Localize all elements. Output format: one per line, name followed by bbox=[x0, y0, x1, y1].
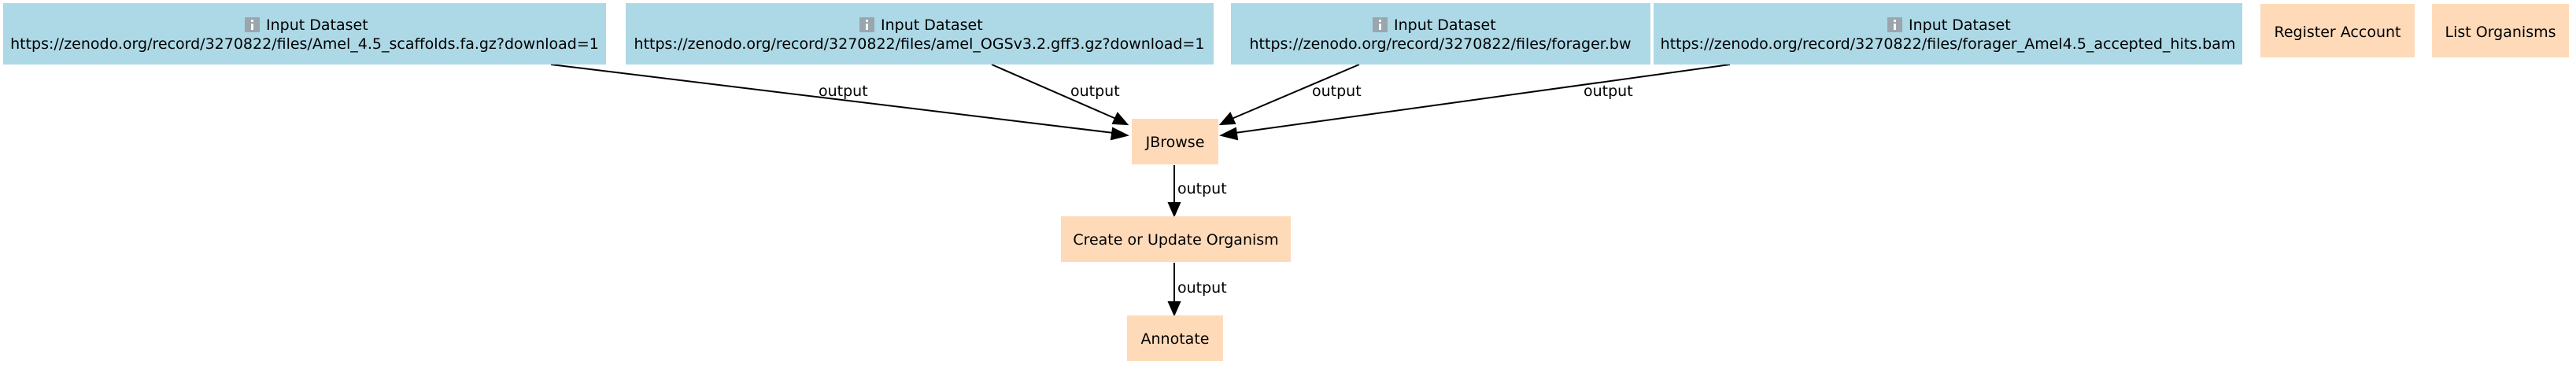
node-url: https://zenodo.org/record/3270822/files/… bbox=[1661, 35, 2236, 53]
arrow-head bbox=[1218, 112, 1236, 126]
edge-line bbox=[550, 64, 1114, 134]
node-title: Input Dataset bbox=[266, 17, 368, 34]
arrow-head bbox=[1111, 112, 1129, 126]
arrow-head bbox=[1219, 127, 1239, 141]
node-box bbox=[2260, 4, 2415, 57]
edge-create-to-annotate: output bbox=[1167, 263, 1227, 317]
input-dataset-node-3[interactable]: Input Dataset https://zenodo.org/record/… bbox=[1231, 3, 1650, 65]
node-box bbox=[1127, 315, 1223, 361]
node-box bbox=[1132, 119, 1218, 164]
info-icon-dot bbox=[251, 20, 253, 22]
edge-input1-to-jbrowse: output bbox=[550, 64, 1129, 141]
arrow-head bbox=[1110, 127, 1129, 141]
edge-line bbox=[1231, 64, 1360, 120]
input-dataset-node-2[interactable]: Input Dataset https://zenodo.org/record/… bbox=[626, 3, 1214, 65]
node-url: https://zenodo.org/record/3270822/files/… bbox=[634, 35, 1205, 53]
edge-input2-to-jbrowse: output bbox=[991, 64, 1129, 126]
edge-label: output bbox=[1177, 180, 1227, 197]
input-dataset-node-1[interactable]: Input Dataset https://zenodo.org/record/… bbox=[3, 3, 606, 65]
info-icon bbox=[1887, 17, 1902, 32]
node-label: List Organisms bbox=[2445, 24, 2556, 41]
node-url: https://zenodo.org/record/3270822/files/… bbox=[1250, 35, 1632, 53]
node-box bbox=[1231, 3, 1650, 65]
node-box bbox=[1654, 3, 2242, 65]
register-account-node[interactable]: Register Account bbox=[2260, 4, 2415, 57]
node-box bbox=[2432, 4, 2569, 57]
info-icon-stem bbox=[251, 24, 253, 30]
node-label: Annotate bbox=[1141, 330, 1210, 348]
create-or-update-organism-node[interactable]: Create or Update Organism bbox=[1061, 216, 1291, 262]
node-title: Input Dataset bbox=[1394, 17, 1496, 34]
info-icon bbox=[1373, 17, 1388, 32]
edge-label: output bbox=[819, 83, 868, 100]
edge-label: output bbox=[1070, 83, 1120, 100]
node-box bbox=[3, 3, 606, 65]
edge-label: output bbox=[1177, 279, 1227, 297]
node-label: Create or Update Organism bbox=[1073, 231, 1278, 249]
edge-line bbox=[1234, 64, 1731, 134]
node-label: JBrowse bbox=[1145, 134, 1205, 151]
node-url: https://zenodo.org/record/3270822/files/… bbox=[10, 35, 599, 53]
arrow-head bbox=[1167, 301, 1181, 317]
node-title: Input Dataset bbox=[881, 17, 983, 34]
info-icon-dot bbox=[1379, 20, 1381, 22]
arrow-head bbox=[1167, 202, 1181, 218]
info-icon-stem bbox=[1894, 24, 1896, 30]
info-icon bbox=[859, 17, 874, 32]
edge-jbrowse-to-create: output bbox=[1167, 165, 1227, 218]
node-box bbox=[1061, 216, 1291, 262]
node-label: Register Account bbox=[2275, 24, 2401, 41]
info-icon-dot bbox=[1894, 20, 1896, 22]
node-title: Input Dataset bbox=[1909, 17, 2011, 34]
info-icon bbox=[245, 17, 260, 32]
node-box bbox=[626, 3, 1214, 65]
input-dataset-node-4[interactable]: Input Dataset https://zenodo.org/record/… bbox=[1654, 3, 2242, 65]
info-icon-stem bbox=[1379, 24, 1381, 30]
edge-input4-to-jbrowse: output bbox=[1219, 64, 1731, 141]
edge-input3-to-jbrowse: output bbox=[1218, 64, 1362, 126]
info-icon-stem bbox=[866, 24, 868, 30]
edge-label: output bbox=[1584, 83, 1633, 100]
edge-line bbox=[991, 64, 1117, 120]
info-icon-dot bbox=[866, 20, 868, 22]
jbrowse-node[interactable]: JBrowse bbox=[1132, 119, 1218, 164]
annotate-node[interactable]: Annotate bbox=[1127, 315, 1223, 361]
list-organisms-node[interactable]: List Organisms bbox=[2432, 4, 2569, 57]
edge-label: output bbox=[1312, 83, 1362, 100]
